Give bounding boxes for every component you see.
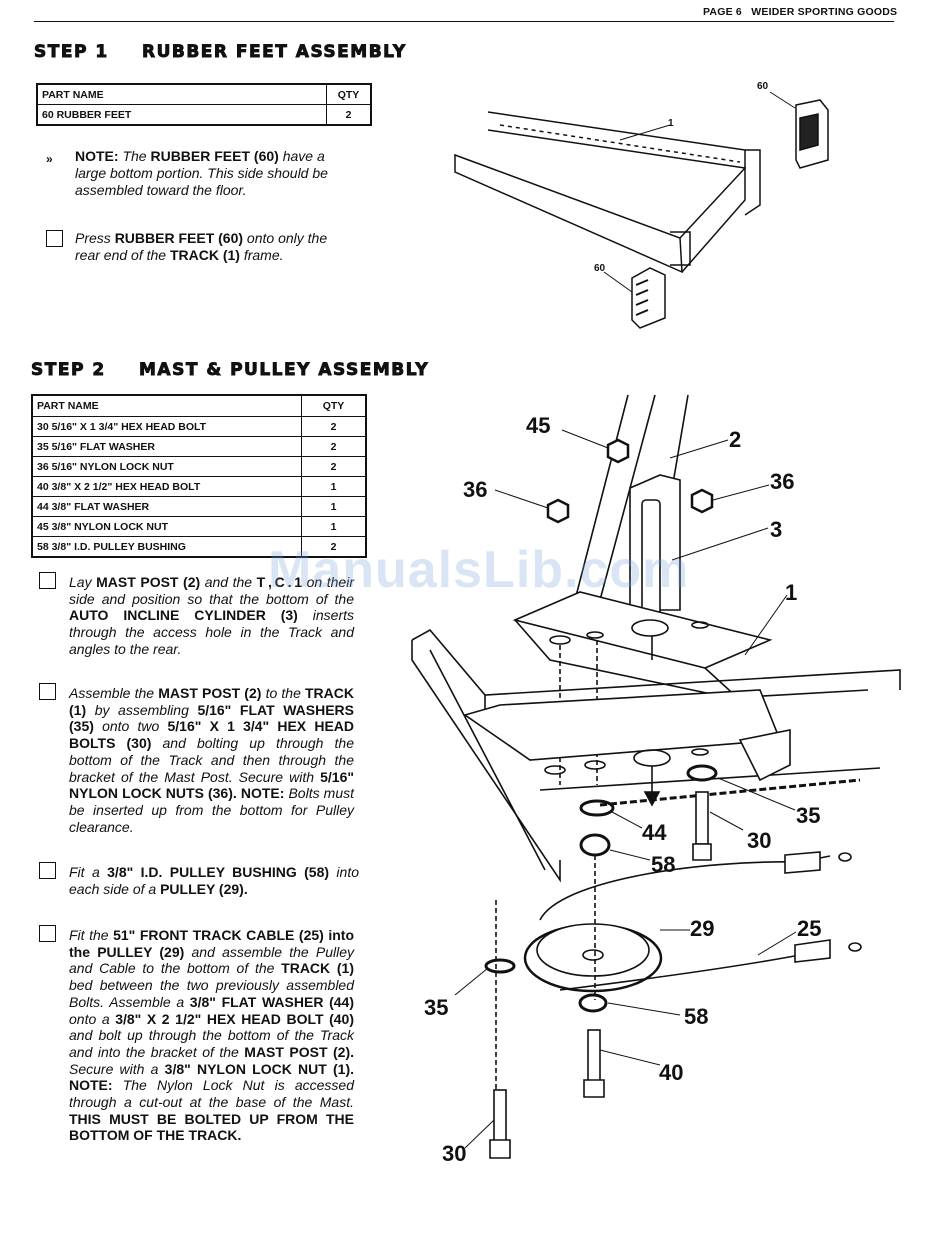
- step2-instruction-3: Fit a 3/8" I.D. PULLEY BUSHING (58) into…: [69, 864, 359, 897]
- label-25: 25: [797, 916, 821, 941]
- note-bullet: »: [46, 152, 53, 166]
- step2-instruction-4: Fit the 51" FRONT TRACK CABLE (25) into …: [69, 927, 355, 1144]
- label-2: 2: [729, 427, 741, 452]
- part-name-cell: 60 RUBBER FEET: [37, 104, 327, 125]
- step1-note: NOTE: The RUBBER FEET (60) have a large …: [75, 148, 328, 198]
- label-30b: 30: [442, 1141, 466, 1166]
- label-3: 3: [770, 517, 782, 542]
- page-header: PAGE 6 WEIDER SPORTING GOODS: [703, 6, 897, 18]
- table-row: 60 RUBBER FEET 2: [37, 104, 371, 125]
- label-40: 40: [659, 1060, 683, 1085]
- step1-label-track: 1: [668, 118, 674, 129]
- step1-label-foot-bottom: 60: [594, 263, 606, 274]
- step1-track-drawing: [454, 91, 829, 329]
- step1-label: STEP 1: [34, 42, 109, 63]
- step1-parts-table: PART NAME QTY 60 RUBBER FEET 2: [36, 83, 372, 126]
- step1-label-foot-top: 60: [757, 81, 769, 92]
- step2-exploded-drawing: [411, 394, 901, 1159]
- step1-instruction: Press RUBBER FEET (60) onto only the rea…: [75, 230, 328, 263]
- part-name-cell: 58 3/8" I.D. PULLEY BUSHING: [32, 536, 302, 557]
- step2-title: MAST & PULLEY ASSEMBLY: [139, 360, 430, 381]
- step2-heading: STEP 2 MAST & PULLEY ASSEMBLY: [31, 360, 430, 381]
- label-30a: 30: [747, 828, 771, 853]
- company-name: WEIDER SPORTING GOODS: [751, 6, 898, 18]
- label-36b: 36: [770, 469, 794, 494]
- part-name-cell: 45 3/8" NYLON LOCK NUT: [32, 516, 302, 537]
- step2-parts-table: PART NAME QTY 30 5/16" X 1 3/4" HEX HEAD…: [31, 394, 367, 558]
- table-header-row: PART NAME QTY: [32, 395, 366, 417]
- step2-part-labels: 45 2 36 36 3 1 44 30 35 58 29 25 35 58 4…: [424, 413, 821, 1166]
- label-1: 1: [785, 580, 797, 605]
- step2-checkbox-1[interactable]: [39, 572, 56, 589]
- qty-cell: 2: [301, 416, 366, 437]
- step2-checkbox-2[interactable]: [39, 683, 56, 700]
- step1-heading: STEP 1 RUBBER FEET ASSEMBLY: [34, 42, 407, 63]
- part-name-cell: 40 3/8" X 2 1/2" HEX HEAD BOLT: [32, 476, 302, 497]
- label-29: 29: [690, 916, 714, 941]
- label-36a: 36: [463, 477, 487, 502]
- label-35b: 35: [424, 995, 448, 1020]
- watermark: ManualsLib.com: [268, 541, 690, 599]
- page-number: PAGE 6: [703, 6, 742, 18]
- qty-cell: 2: [326, 104, 371, 125]
- step2-instruction-1: Lay MAST POST (2) and the T , C . 1 on t…: [69, 574, 354, 657]
- step2-checkbox-3[interactable]: [39, 862, 56, 879]
- label-44: 44: [642, 820, 667, 845]
- part-name-cell: 44 3/8" FLAT WASHER: [32, 496, 302, 517]
- label-58a: 58: [651, 852, 675, 877]
- label-58b: 58: [684, 1004, 708, 1029]
- step2-instruction-2: Assemble the MAST POST (2) to the TRACK …: [69, 685, 355, 835]
- step1-checkbox[interactable]: [46, 230, 63, 247]
- label-35a: 35: [796, 803, 820, 828]
- label-45: 45: [526, 413, 550, 438]
- step2-checkbox-4[interactable]: [39, 925, 56, 942]
- step2-label: STEP 2: [31, 360, 106, 381]
- header-rule: [34, 21, 894, 22]
- step1-title: RUBBER FEET ASSEMBLY: [142, 42, 407, 63]
- qty-cell: 2: [301, 536, 366, 557]
